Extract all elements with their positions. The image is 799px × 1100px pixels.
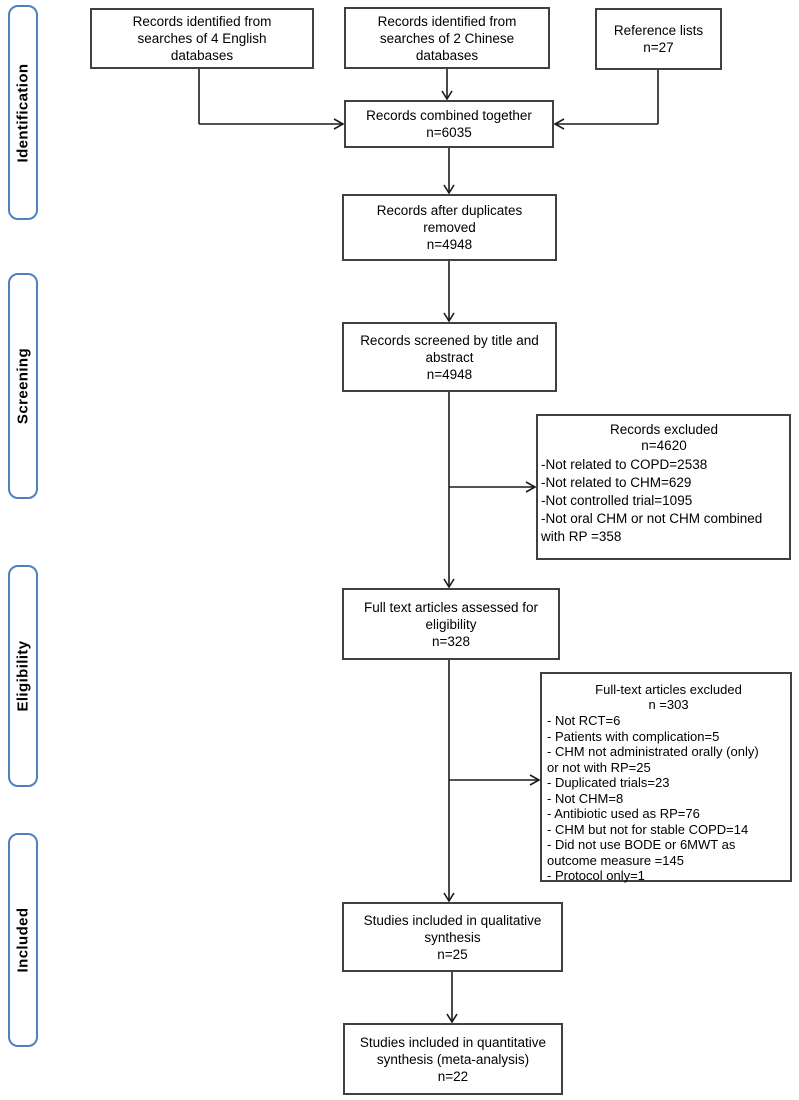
arrowhead-down-icon: [441, 90, 453, 101]
stage-identification-label: Identification: [14, 63, 32, 162]
stage-screening: Screening: [8, 273, 38, 499]
connector-screened-to-fulltext: [443, 392, 455, 589]
node-records-screened-text: Records screened by title and abstract n…: [360, 332, 539, 382]
node-duplicates-removed-text: Records after duplicates removed n=4948: [376, 203, 523, 252]
arrowhead-right-icon: [525, 481, 537, 493]
arrowhead-down-icon: [443, 312, 455, 323]
node-reference-lists-text: Reference lists n=27: [613, 23, 704, 55]
exclusion-reason: - Not CHM=8: [547, 790, 624, 806]
exclusion-reason: - CHM not administrated orally (only) or…: [547, 744, 759, 775]
exclusion-reason: -Not related to COPD=2538: [541, 457, 708, 472]
arrowhead-down-icon: [443, 184, 455, 195]
exclusion-reason: - Did not use BODE or 6MWT as outcome me…: [547, 837, 736, 868]
connector-qualitative-to-quantitative: [446, 972, 458, 1024]
fulltext-excluded-title: Full-text articles excluded: [595, 682, 742, 697]
node-quantitative-synthesis: Studies included in quantitative synthes…: [343, 1023, 563, 1095]
arrowhead-left-icon: [553, 118, 565, 130]
exclusion-reason: - Not RCT=6: [547, 713, 621, 728]
arrowhead-down-icon: [446, 1013, 458, 1024]
arrowhead-down-icon: [443, 578, 455, 589]
node-quantitative-synthesis-text: Studies included in quantitative synthes…: [359, 1034, 547, 1084]
stage-eligibility-label: Eligibility: [14, 640, 32, 712]
exclusion-reason: -Not controlled trial=1095: [541, 493, 693, 508]
node-reference-lists: Reference lists n=27: [595, 8, 722, 70]
arrowhead-down-icon: [443, 892, 455, 903]
connector-branch-fulltext-excluded: [449, 774, 541, 786]
node-records-combined-text: Records combined together n=6035: [366, 108, 532, 140]
connector-branch-records-excluded: [449, 481, 537, 493]
node-chinese-databases-text: Records identified from searches of 2 Ch…: [377, 13, 517, 63]
exclusion-reason: - Antibiotic used as RP=76: [547, 806, 700, 821]
connector-duplicates-to-screened: [443, 261, 455, 323]
stage-included-label: Included: [14, 907, 32, 973]
stage-included: Included: [8, 833, 38, 1047]
arrowhead-right-icon: [529, 774, 541, 786]
arrowhead-right-icon: [333, 118, 345, 130]
stage-identification: Identification: [8, 5, 38, 220]
node-english-databases-text: Records identified from searches of 4 En…: [132, 14, 272, 63]
exclusion-reason: - CHM but not for stable COPD=14: [547, 821, 749, 837]
exclusion-reason: -Not oral CHM or not CHM combined with R…: [541, 511, 763, 544]
node-duplicates-removed: Records after duplicates removed n=4948: [342, 194, 557, 261]
exclusion-reason: -Not related to CHM=629: [541, 475, 692, 490]
connector-reference-to-combined: [553, 70, 659, 130]
fulltext-excluded-reasons: - Not RCT=6 - Patients with complication…: [547, 713, 790, 884]
node-fulltext-assessed: Full text articles assessed for eligibil…: [342, 588, 560, 660]
fulltext-excluded-count: n =303: [648, 697, 689, 712]
exclusion-reason: - Duplicated trials=23: [547, 775, 670, 790]
node-chinese-databases: Records identified from searches of 2 Ch…: [344, 7, 550, 69]
records-excluded-title: Records excluded: [609, 422, 719, 437]
node-records-screened: Records screened by title and abstract n…: [342, 322, 557, 392]
stage-eligibility: Eligibility: [8, 565, 38, 787]
connector-english-to-combined: [198, 69, 345, 130]
node-records-combined: Records combined together n=6035: [344, 100, 554, 148]
records-excluded-reasons: -Not related to COPD=2538 -Not related t…: [541, 456, 787, 546]
node-qualitative-synthesis: Studies included in qualitative synthesi…: [342, 902, 563, 972]
node-fulltext-assessed-text: Full text articles assessed for eligibil…: [363, 599, 539, 649]
node-fulltext-excluded: Full-text articles excluded n =303 - Not…: [540, 672, 792, 884]
connector-combined-to-duplicates: [443, 148, 455, 195]
exclusion-reason: - Patients with complication=5: [547, 728, 720, 744]
node-records-excluded: Records excluded n=4620 -Not related to …: [536, 414, 791, 560]
node-english-databases: Records identified from searches of 4 En…: [90, 8, 314, 69]
connector-chinese-to-combined: [441, 69, 453, 101]
exclusion-reason: - Protocol only=1: [547, 868, 645, 883]
stage-screening-label: Screening: [14, 347, 32, 425]
records-excluded-count: n=4620: [641, 438, 687, 453]
node-qualitative-synthesis-text: Studies included in qualitative synthesi…: [363, 912, 542, 962]
